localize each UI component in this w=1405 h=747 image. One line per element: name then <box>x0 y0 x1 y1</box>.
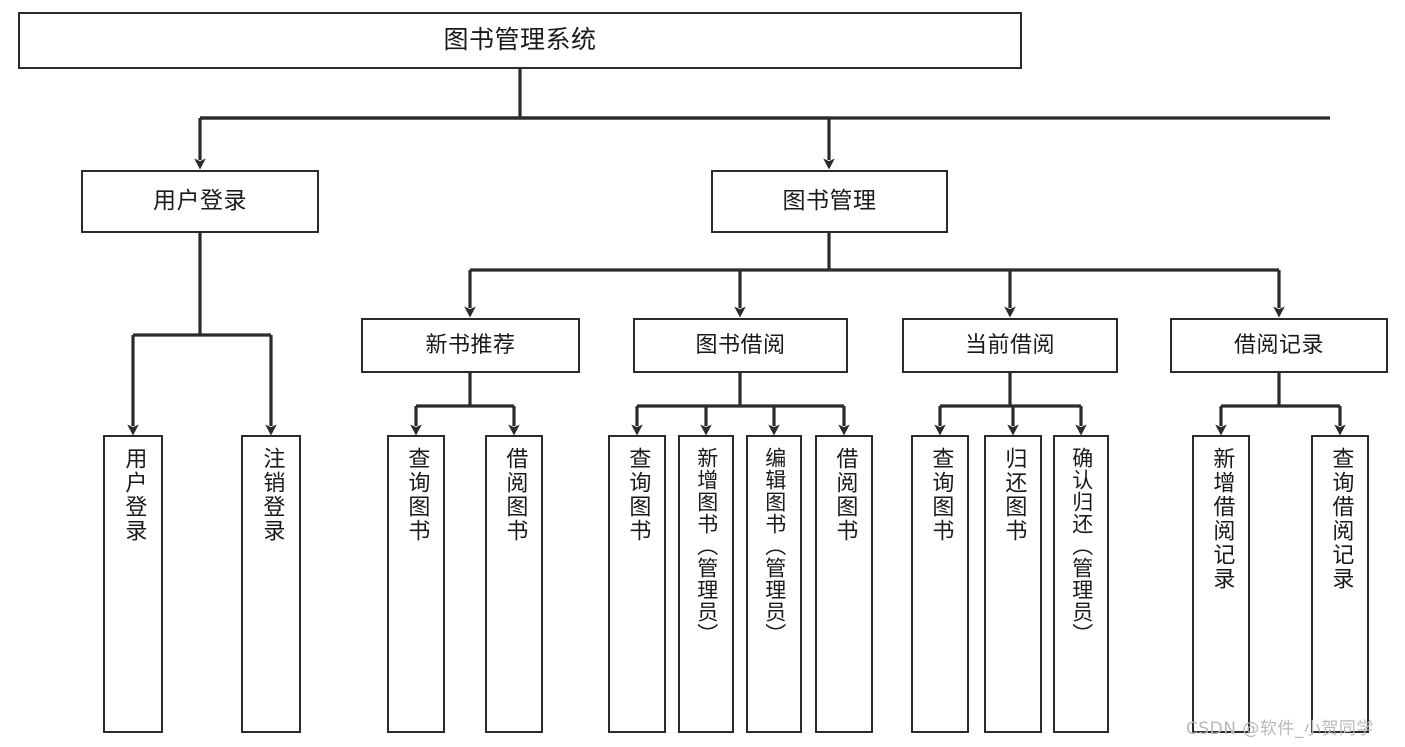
node-user-login[interactable]: 用户登录 <box>81 170 319 233</box>
node-leaf-query-borrow-record[interactable]: 查询借阅记录 <box>1311 435 1369 733</box>
watermark-text: CSDN @软件_小贺同学 <box>1186 719 1374 739</box>
node-root-system[interactable]: 图书管理系统 <box>18 12 1022 69</box>
node-label: 新书推荐 <box>425 332 516 358</box>
node-label: 用户登录 <box>121 447 147 543</box>
node-label: 新增图书（管理员） <box>694 447 719 645</box>
node-new-book-recommend[interactable]: 新书推荐 <box>361 318 580 373</box>
node-leaf-user-login[interactable]: 用户登录 <box>103 435 163 733</box>
node-leaf-query-book-borrow[interactable]: 查询图书 <box>608 435 666 733</box>
node-label: 查询图书 <box>404 447 430 543</box>
node-leaf-logout[interactable]: 注销登录 <box>241 435 301 733</box>
node-leaf-query-book-current[interactable]: 查询图书 <box>911 435 969 733</box>
node-label: 查询借阅记录 <box>1328 447 1354 591</box>
node-label: 图书借阅 <box>695 332 786 358</box>
node-book-borrow[interactable]: 图书借阅 <box>633 318 848 373</box>
node-label: 图书管理系统 <box>443 25 597 55</box>
node-current-borrow[interactable]: 当前借阅 <box>902 318 1118 373</box>
node-label: 查询图书 <box>625 447 651 543</box>
node-label: 新增借阅记录 <box>1209 447 1235 591</box>
node-leaf-borrow-book[interactable]: 借阅图书 <box>815 435 873 733</box>
node-label: 借阅图书 <box>832 447 858 543</box>
node-label: 确认归还（管理员） <box>1069 447 1094 645</box>
node-label: 借阅记录 <box>1233 332 1324 358</box>
node-leaf-borrow-book-recommend[interactable]: 借阅图书 <box>485 435 543 733</box>
node-leaf-confirm-return-admin[interactable]: 确认归还（管理员） <box>1053 435 1109 733</box>
node-leaf-return-book[interactable]: 归还图书 <box>984 435 1042 733</box>
node-leaf-query-book-recommend[interactable]: 查询图书 <box>387 435 445 733</box>
node-label: 注销登录 <box>259 447 285 543</box>
node-leaf-edit-book-admin[interactable]: 编辑图书（管理员） <box>746 435 802 733</box>
node-label: 编辑图书（管理员） <box>762 447 787 645</box>
node-book-management[interactable]: 图书管理 <box>711 170 948 233</box>
node-label: 归还图书 <box>1001 447 1027 543</box>
node-label: 当前借阅 <box>964 332 1055 358</box>
node-label: 图书管理 <box>782 188 877 215</box>
node-label: 查询图书 <box>928 447 954 543</box>
node-leaf-add-borrow-record[interactable]: 新增借阅记录 <box>1192 435 1250 733</box>
node-borrow-record[interactable]: 借阅记录 <box>1170 318 1388 373</box>
node-label: 用户登录 <box>153 188 247 215</box>
node-leaf-add-book-admin[interactable]: 新增图书（管理员） <box>678 435 734 733</box>
node-label: 借阅图书 <box>502 447 528 543</box>
